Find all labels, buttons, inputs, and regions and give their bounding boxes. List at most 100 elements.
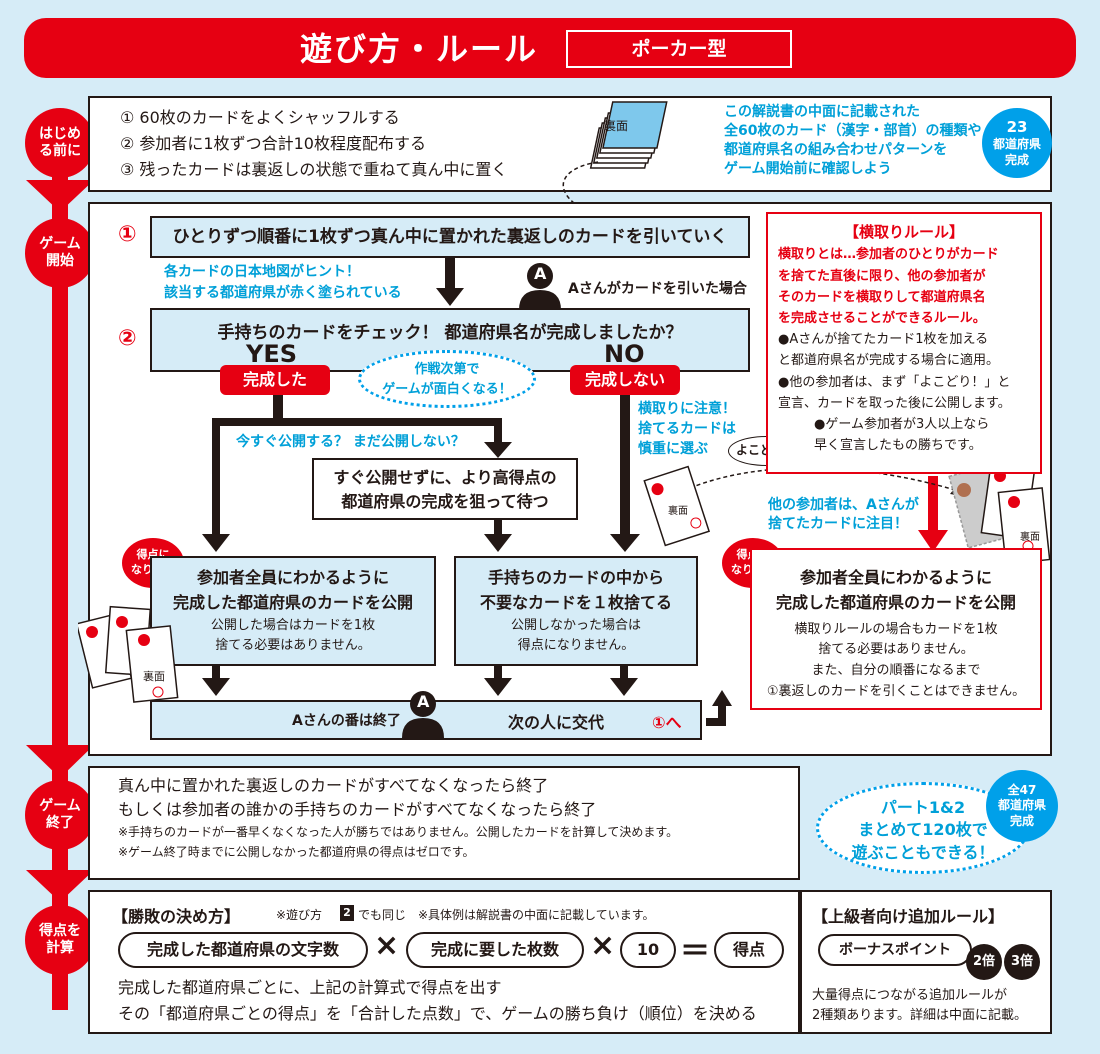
no-label: NO [604,340,645,368]
card-deck-icon [589,101,668,169]
setup-note-1: この解説書の中面に記載された [724,104,920,120]
steal-title: 参加者全員にわかるように [799,568,992,587]
score-title: 【勝敗の決め方】 [112,907,241,926]
discard-note: 公開しなかった場合は [510,617,641,633]
strategy-line: 作戦次第で [414,362,480,377]
formula-equals: ＝ [680,934,710,969]
discard-note: 得点になりません。 [517,638,635,654]
step-number-1: ① [118,222,137,247]
discard-title: 不要なカードを１枚捨てる [479,592,672,612]
badge-line: 都道府県 [997,798,1046,813]
bonus-2x-badge: 2倍 [966,944,1002,980]
grabbed-cards [948,462,1051,565]
player-a-icon [519,263,561,310]
player-a-icon-2 [402,691,444,738]
wait-line: 都道府県の完成を狙って待つ [341,492,549,511]
setup-step-3: ③ 残ったカードは裏返しの状態で重ねて真ん中に置く [120,160,508,179]
advanced-desc: 大量得点につながる追加ルールが [812,988,1008,1003]
setup-step-1: ① 60枚のカードをよくシャッフルする [120,108,400,127]
stage-game-start: ゲーム開始 [25,218,95,288]
promo-line: 遊ぶこともできる！ [851,842,995,862]
stage-score: 得点を計算 [25,905,95,975]
wait-box: すぐ公開せずに、より高得点の 都道府県の完成を狙って待つ [312,458,578,520]
end-line: もしくは参加者の誰かの手持ちのカードがすべてなくなったら終了 [118,800,597,819]
yokodori-title: 【横取りルール】 [843,223,964,241]
wait-line: すぐ公開せずに、より高得点の [333,468,557,487]
score-note-a: ※遊び方 [276,908,323,922]
formula-times-1: × [374,928,400,963]
strategy-bubble: 作戦次第で ゲームが面白くなる！ [358,350,536,408]
hint-1: 各カードの日本地図がヒント！ [164,264,360,280]
publish-note: 捨てる必要はありません。 [215,638,371,654]
stage-game-end: ゲーム終了 [25,780,95,850]
formula-char-count: 完成した都道府県の文字数 [118,932,368,968]
step-check-text: 手持ちのカードをチェック！ 都道府県名が完成しましたか？ [217,323,683,343]
step-number-2: ② [118,326,137,351]
end-note: ※ゲーム終了時までに公開しなかった都道府県の得点はゼロです。 [118,845,475,860]
back-to-step-1: ①へ [652,713,682,732]
setup-note-3: 都道府県名の組み合わせパターンを [724,142,948,158]
watch-2: 捨てたカードに注目！ [768,516,908,532]
advanced-desc: 2種類あります。詳細は中面に記載。 [812,1008,1027,1023]
score-desc: 完成した都道府県ごとに、上記の計算式で得点を出す [118,978,502,997]
steal-note: また、自分の順番になるまで [811,663,981,679]
advanced-title: 【上級者向け追加ルール】 [812,907,1005,926]
promo-line: パート1&2 [880,798,966,817]
yokodori-def: 横取りとは…参加者のひとりがカード [778,247,999,263]
steal-note: 捨てる必要はありません。 [818,642,974,658]
discarded-card [643,465,711,547]
badge-line: 完成 [1009,813,1034,828]
hint-2: 該当する都道府県が赤く塗られている [164,285,402,301]
player-a-letter-2: A [417,692,430,711]
setup-panel [88,96,1052,192]
promo-line: まとめて120枚で [858,820,988,840]
yokodori-def: を捨てた直後に限り、他の参加者が [778,268,986,284]
badge-line: 完成 [1004,152,1029,167]
end-line: 真ん中に置かれた裏返しのカードがすべてなくなったら終了 [118,776,549,795]
watch-1: 他の参加者は、Aさんが [768,497,919,513]
formula-ten: 10 [620,932,676,968]
yokodori-def: を完成させることができるルール。 [778,311,986,326]
game-end-panel: 真ん中に置かれた裏返しのカードがすべてなくなったら終了 もしくは参加者の誰かの手… [88,766,800,880]
steal-title: 完成した都道府県のカードを公開 [775,592,1016,612]
grabbed-card-label: 裏面 [1020,532,1040,543]
bonus-point-pill: ボーナスポイント [818,934,972,966]
badge-number: 23 [1006,117,1028,136]
caution-3: 慎重に選ぶ [638,441,708,457]
badge-line: 都道府県 [992,137,1041,152]
discard-box: 手持ちのカードの中から 不要なカードを１枚捨てる 公開しなかった場合は 得点にな… [454,556,698,666]
caution-1: 横取りに注意！ [638,401,736,417]
formula-times-2: × [590,928,616,963]
step-draw-card: ひとりずつ順番に1枚ずつ真ん中に置かれた裏返しのカードを引いていく [150,216,750,258]
discard-title: 手持ちのカードの中から [487,568,664,587]
a-draws-label: Aさんがカードを引いた場合 [568,281,747,297]
caution-2: 捨てるカードは [638,421,736,437]
score-note-b: でも同じ ※具体例は解説書の中面に記載しています。 [358,908,655,922]
yokodori-point: 早く宣言したもの勝ちです。 [814,438,982,454]
formula-card-count: 完成に要した枚数 [406,932,584,968]
page-title: 遊び方・ルール [300,30,539,68]
next-player-label: 次の人に交代 [508,713,605,732]
bonus-3x-badge: 3倍 [1004,944,1040,980]
yokodori-point: 宣言、カードを取った後に公開します。 [778,395,1011,411]
score-desc: その「都道府県ごとの得点」を「合計した点数」で、ゲームの勝ち負け（順位）を決める [118,1004,757,1023]
yes-label: YES [246,340,298,368]
badge-line: 全47 [1007,782,1037,797]
publish-box: 参加者全員にわかるように 完成した都道府県のカードを公開 公開した場合はカードを… [150,556,436,666]
deck-label: 裏面 [604,119,629,133]
end-note: ※手持ちのカードが一番早くなくなった人が勝ちではありません。公開したカードを計算… [118,825,679,839]
publish-question: 今すぐ公開する？ まだ公開しない？ [236,434,465,450]
yokodori-rule-panel: 【横取りルール】 横取りとは…参加者のひとりがカード を捨てた直後に限り、他の参… [766,212,1042,474]
yokodori-point: ●他の参加者は、まず「よこどり！」と [778,374,1011,390]
no-tag: 完成しない [570,365,680,395]
step-draw-text: ひとりずつ順番に1枚ずつ真ん中に置かれた裏返しのカードを引いていく [172,227,728,247]
yes-tag: 完成した [220,365,330,395]
stage-before-start: はじめる前に [25,108,95,178]
score-note-num: 2 [340,905,354,921]
turn-end-label: Aさんの番は終了 [292,713,401,729]
lane-arrowheads [26,180,94,902]
steal-note: ①裏返しのカードを引くことはできません。 [766,683,1026,699]
title-bar [24,18,1076,78]
steal-note: 横取りルールの場合もカードを1枚 [794,621,998,637]
